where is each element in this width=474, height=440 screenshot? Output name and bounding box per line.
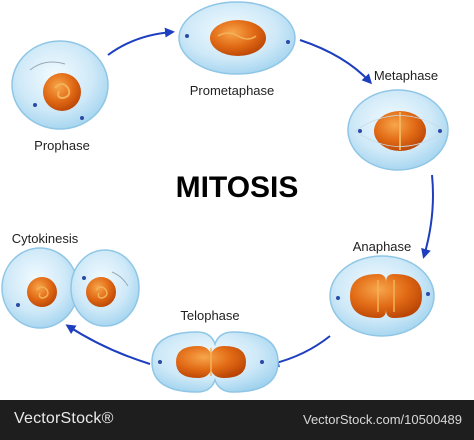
arrow-metaphase-to-anaphase <box>421 174 434 259</box>
label-metaphase: Metaphase <box>374 68 438 83</box>
label-cytokinesis: Cytokinesis <box>12 231 79 246</box>
arrow-telophase-to-cytokinesis <box>65 324 151 365</box>
arrow-prophase-to-prometaphase <box>107 27 175 56</box>
arrow-prometaphase-to-metaphase <box>299 39 373 85</box>
watermark-url: VectorStock.com/10500489 <box>303 412 462 427</box>
label-telophase: Telophase <box>180 308 239 323</box>
label-prometaphase: Prometaphase <box>190 83 275 98</box>
cytokinesis-cells <box>1 247 140 329</box>
telophase-cell <box>151 331 279 393</box>
watermark-brand: VectorStock® <box>14 410 114 427</box>
arrow-anaphase-to-telophase <box>269 335 331 368</box>
metaphase-cell <box>347 89 449 171</box>
diagram-title: MITOSIS <box>176 171 299 204</box>
anaphase-cell <box>329 255 435 337</box>
prometaphase-cell <box>178 1 296 75</box>
label-anaphase: Anaphase <box>353 239 412 254</box>
label-prophase: Prophase <box>34 138 90 153</box>
prophase-cell <box>11 40 109 130</box>
watermark-footer: VectorStock® VectorStock.com/10500489 <box>0 400 474 440</box>
diagram-canvas: MITOSIS Prophase Prometaphase Metaphase … <box>1 1 449 393</box>
